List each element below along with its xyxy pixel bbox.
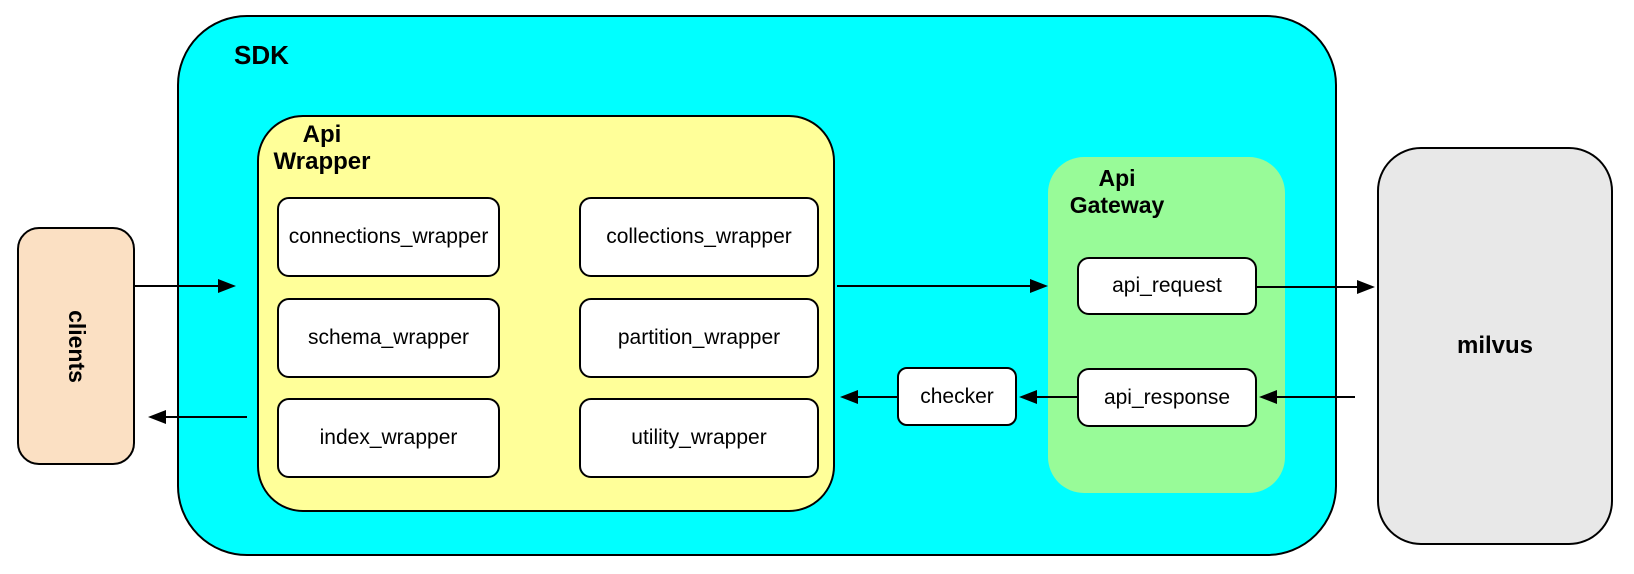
partition-wrapper-label: partition_wrapper xyxy=(617,326,781,349)
checker-label: checker xyxy=(920,384,994,408)
api-wrapper-label: Api Wrapper xyxy=(273,121,371,175)
partition-wrapper-node: partition_wrapper xyxy=(579,298,819,378)
clients-node: clients xyxy=(17,227,135,465)
api-gateway-label: Api Gateway xyxy=(1069,165,1165,218)
api-wrapper-group: Api Wrapper connections_wrapper collecti… xyxy=(257,115,835,512)
connections-wrapper-label: connections_wrapper xyxy=(288,225,489,248)
collections-wrapper-label: collections_wrapper xyxy=(606,225,792,248)
utility-wrapper-node: utility_wrapper xyxy=(579,398,819,478)
collections-wrapper-node: collections_wrapper xyxy=(579,197,819,277)
index-wrapper-node: index_wrapper xyxy=(277,398,500,478)
milvus-label: milvus xyxy=(1456,332,1534,359)
clients-label: clients xyxy=(63,309,90,383)
checker-node: checker xyxy=(897,367,1017,426)
utility-wrapper-label: utility_wrapper xyxy=(631,426,767,449)
connections-wrapper-node: connections_wrapper xyxy=(277,197,500,277)
api-response-node: api_response xyxy=(1077,368,1257,427)
milvus-node: milvus xyxy=(1377,147,1613,545)
schema-wrapper-node: schema_wrapper xyxy=(277,298,500,378)
api-request-label: api_request xyxy=(1112,274,1222,297)
index-wrapper-label: index_wrapper xyxy=(319,426,458,449)
api-gateway-group: Api Gateway api_request api_response xyxy=(1048,157,1285,493)
sdk-label: SDK xyxy=(234,40,289,70)
api-response-label: api_response xyxy=(1103,385,1231,409)
schema-wrapper-label: schema_wrapper xyxy=(307,326,470,349)
api-request-node: api_request xyxy=(1077,257,1257,315)
